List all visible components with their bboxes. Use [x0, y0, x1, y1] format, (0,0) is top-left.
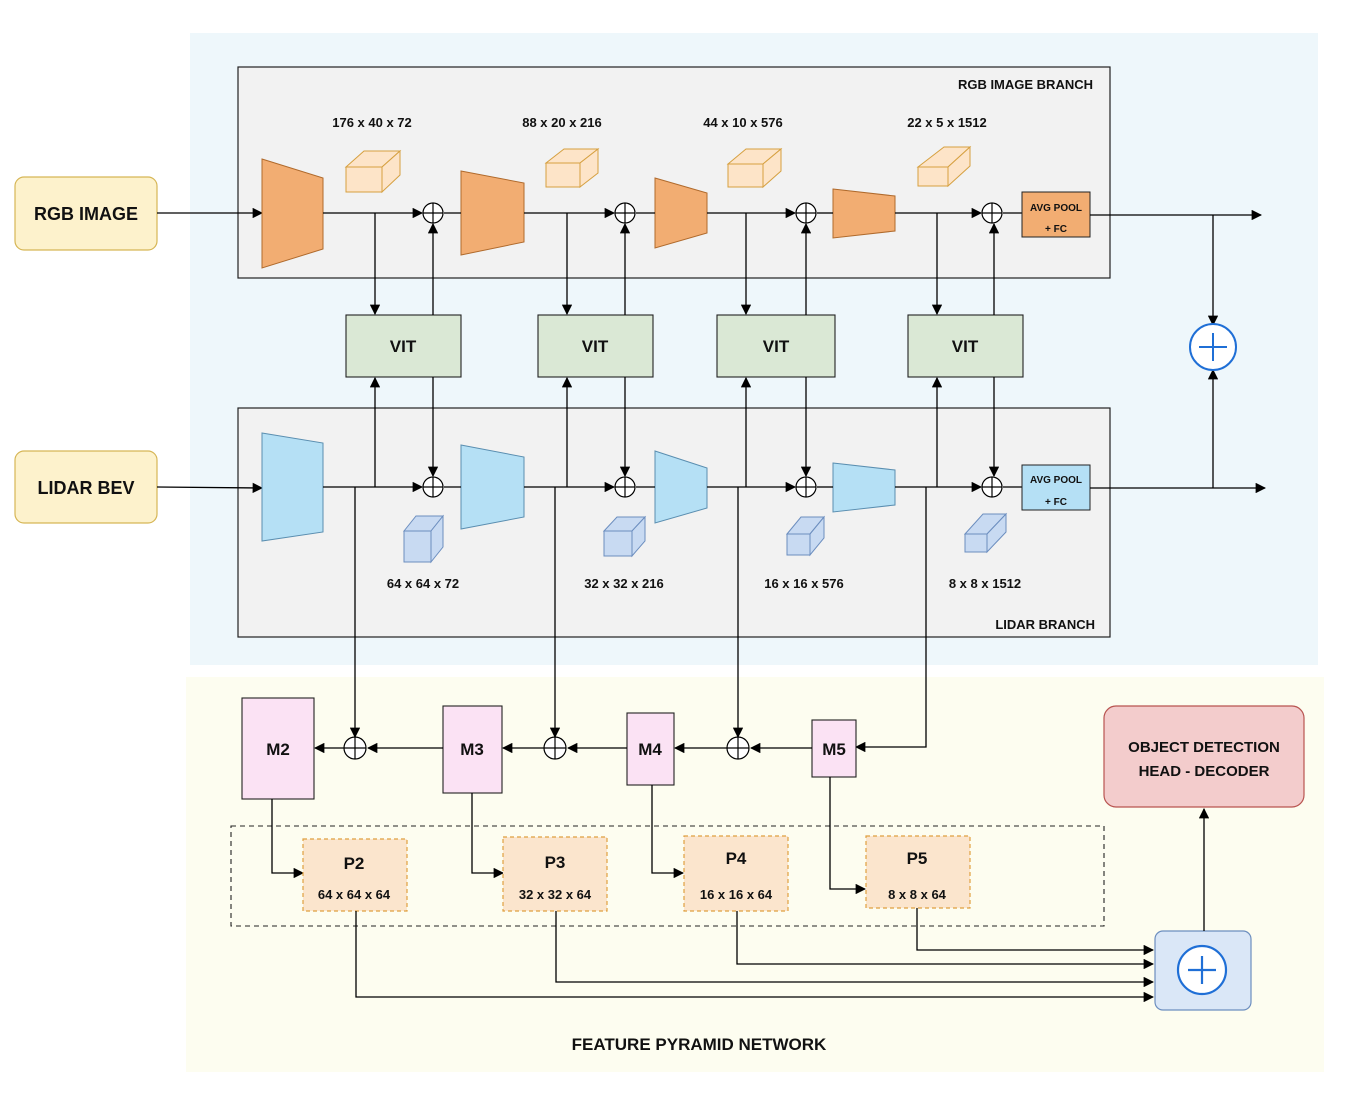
lidar-sum-node-3 — [795, 476, 817, 498]
rgb-feature-cube-2 — [544, 147, 600, 189]
vit-block-1 — [345, 314, 462, 378]
p4-name: P4 — [726, 849, 747, 868]
rgb-branch-label: RGB IMAGE BRANCH — [958, 77, 1093, 92]
vit-label-2: VIT — [582, 337, 609, 356]
p2-name: P2 — [344, 854, 365, 873]
lidar-encoder-block-2 — [460, 444, 525, 530]
vit-block-3 — [716, 314, 836, 378]
vit-label-4: VIT — [952, 337, 979, 356]
fpn-sum-node-m4 — [726, 736, 750, 760]
rgb-sum-node-4 — [981, 202, 1003, 224]
lidar-feature-cube-3 — [785, 515, 826, 557]
lidar-branch-box — [237, 407, 1111, 638]
svg-text:+ FC: + FC — [1045, 497, 1067, 508]
rgb-dim-1: 176 x 40 x 72 — [332, 115, 412, 130]
rgb-avgpool-fc: AVG POOL + FC — [1021, 191, 1091, 238]
lidar-sum-node-1 — [422, 476, 444, 498]
rgb-sum-node-2 — [614, 202, 636, 224]
m2-block — [241, 697, 315, 800]
lidar-sum-node-4 — [981, 476, 1003, 498]
lidar-dim-4: 8 x 8 x 1512 — [949, 576, 1021, 591]
lidar-sum-node-2 — [614, 476, 636, 498]
fpn-fusion-sum-icon — [1176, 944, 1228, 996]
m3-label: M3 — [460, 740, 484, 759]
lidar-dim-2: 32 x 32 x 216 — [584, 576, 664, 591]
global-fusion-sum-node — [1189, 323, 1237, 371]
lidar-bev-input: LIDAR BEV — [14, 450, 158, 524]
p5-name: P5 — [907, 849, 928, 868]
vit-label-1: VIT — [390, 337, 417, 356]
rgb-dim-4: 22 x 5 x 1512 — [907, 115, 987, 130]
vit-block-2 — [537, 314, 654, 378]
rgb-encoder-block-1 — [261, 158, 324, 269]
p2-dim: 64 x 64 x 64 — [318, 887, 391, 902]
lidar-avgpool-fc: AVG POOL + FC — [1021, 464, 1091, 511]
lidar-encoder-block-4 — [832, 462, 896, 513]
vit-label-3: VIT — [763, 337, 790, 356]
lidar-feature-cube-1 — [402, 514, 445, 564]
p4-block — [683, 835, 789, 912]
rgb-feature-cube-1 — [344, 149, 402, 194]
lidar-dim-3: 16 x 16 x 576 — [764, 576, 844, 591]
rgb-encoder-block-3 — [654, 177, 708, 249]
m5-label: M5 — [822, 740, 846, 759]
fpn-sum-node-m3 — [543, 736, 567, 760]
lidar-dim-1: 64 x 64 x 72 — [387, 576, 459, 591]
svg-text:AVG POOL: AVG POOL — [1030, 475, 1082, 486]
svg-text:+ FC: + FC — [1045, 224, 1067, 235]
lidar-branch-label: LIDAR BRANCH — [995, 617, 1095, 632]
lidar-encoder-block-3 — [654, 450, 708, 524]
rgb-dim-2: 88 x 20 x 216 — [522, 115, 602, 130]
rgb-dim-3: 44 x 10 x 576 — [703, 115, 783, 130]
fpn-sum-node-m2 — [343, 736, 367, 760]
m2-label: M2 — [266, 740, 290, 759]
svg-text:RGB IMAGE: RGB IMAGE — [34, 204, 138, 224]
p5-dim: 8 x 8 x 64 — [888, 887, 947, 902]
svg-text:OBJECT DETECTION: OBJECT DETECTION — [1128, 739, 1280, 756]
rgb-encoder-block-2 — [460, 170, 525, 256]
svg-text:LIDAR BEV: LIDAR BEV — [37, 478, 134, 498]
rgb-sum-node-1 — [422, 202, 444, 224]
p2-block — [302, 838, 408, 912]
svg-text:AVG POOL: AVG POOL — [1030, 203, 1082, 214]
rgb-encoder-block-4 — [832, 188, 896, 239]
p3-block — [502, 836, 608, 912]
p-levels-container — [230, 825, 1105, 927]
m4-block — [626, 712, 675, 786]
p3-name: P3 — [545, 853, 566, 872]
rgb-feature-cube-4 — [916, 145, 972, 188]
rgb-image-input: RGB IMAGE — [14, 176, 158, 251]
fpn-title: FEATURE PYRAMID NETWORK — [572, 1035, 827, 1054]
svg-text:HEAD - DECODER: HEAD - DECODER — [1139, 763, 1270, 780]
object-detection-head: OBJECT DETECTION HEAD - DECODER — [1103, 705, 1305, 808]
m4-label: M4 — [638, 740, 662, 759]
lidar-encoder-block-1 — [261, 432, 324, 542]
p5-block — [865, 835, 971, 909]
rgb-feature-cube-3 — [726, 147, 783, 189]
p4-dim: 16 x 16 x 64 — [700, 887, 773, 902]
p3-dim: 32 x 32 x 64 — [519, 887, 592, 902]
rgb-sum-node-3 — [795, 202, 817, 224]
lidar-feature-cube-4 — [963, 512, 1008, 554]
lidar-feature-cube-2 — [602, 515, 647, 558]
vit-block-4 — [907, 314, 1024, 378]
